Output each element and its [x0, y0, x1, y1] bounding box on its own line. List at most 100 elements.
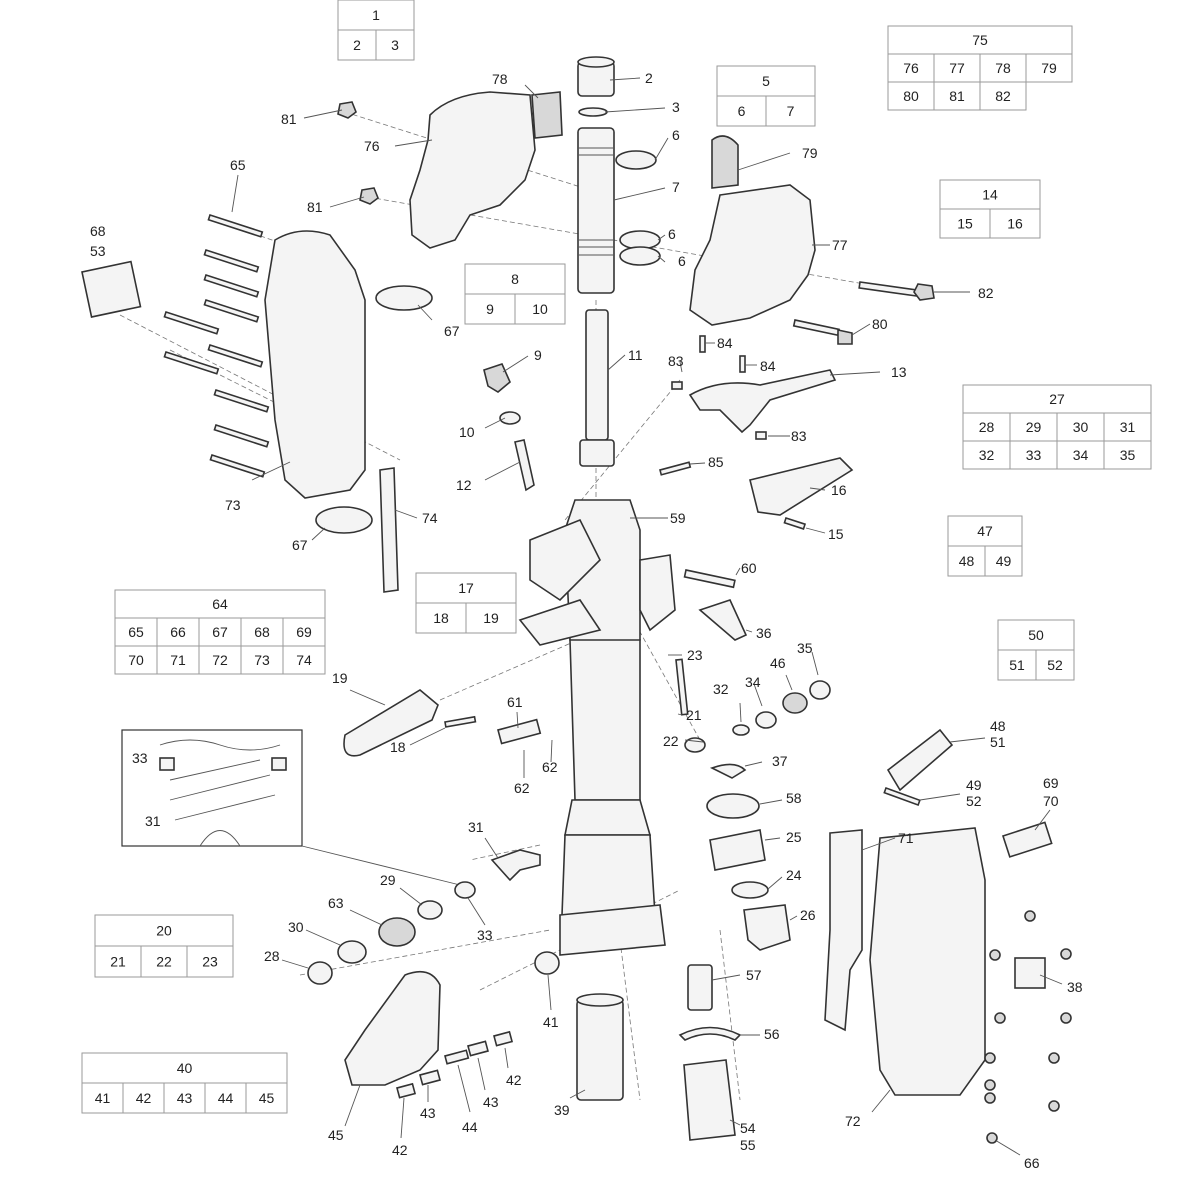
- part-84-pin-right: [739, 355, 746, 373]
- part-83-pin-upper: [671, 381, 683, 390]
- kit-table-cell: [337, 29, 377, 61]
- kit-table-cell: [282, 645, 326, 675]
- callout-22: 22: [663, 733, 679, 749]
- part-28-ring: [307, 961, 333, 985]
- part-65-bolts: [163, 213, 270, 478]
- kit-table-header-cell: [939, 179, 1041, 210]
- callout-23-main: 23: [687, 647, 703, 663]
- part-drawings: [81, 56, 1072, 1144]
- kit-table-cell: [81, 1082, 124, 1114]
- callout-83-upper: 83: [668, 353, 684, 369]
- kit-table-cell-label: 34: [1073, 447, 1089, 463]
- callout-30: 30: [288, 919, 304, 935]
- callout-70: 70: [1043, 793, 1059, 809]
- kit-table-cell: [979, 81, 1027, 111]
- callout-21: 21: [686, 707, 702, 723]
- callout-7: 7: [672, 179, 680, 195]
- part-42-pin-upper: [493, 1030, 514, 1047]
- kit-table-cell: [979, 53, 1027, 83]
- kit-table-cell: [114, 617, 158, 647]
- callout-12: 12: [456, 477, 472, 493]
- callout-81-lower: 81: [307, 199, 323, 215]
- part-25-housing: [709, 829, 766, 871]
- callout-25: 25: [786, 829, 802, 845]
- kit-table-header-cell: [947, 515, 1023, 547]
- kit-table-header-cell: [415, 572, 517, 604]
- kit-table-cell: [163, 1082, 206, 1114]
- callout-3: 3: [672, 99, 680, 115]
- callout-37: 37: [772, 753, 788, 769]
- part-44-pin: [444, 1049, 470, 1065]
- callout-82: 82: [978, 285, 994, 301]
- kit-table-cell: [465, 602, 517, 634]
- callout-84-right: 84: [760, 358, 776, 374]
- kit-table-cell-label: 48: [959, 553, 975, 569]
- callout-34: 34: [745, 674, 761, 690]
- callout-67-lower: 67: [292, 537, 308, 553]
- callout-36: 36: [756, 625, 772, 641]
- kit-table-header: 75: [972, 32, 988, 48]
- kit-table-cell-label: 42: [136, 1090, 152, 1106]
- callout-69: 69: [1043, 775, 1059, 791]
- callout-33: 33: [477, 927, 493, 943]
- kit-table-cell-label: 9: [486, 301, 494, 317]
- callout-83-lower: 83: [791, 428, 807, 444]
- kit-table-cell: [765, 95, 816, 127]
- kit-table-cell-label: 23: [202, 954, 218, 970]
- kit-table-cell: [997, 649, 1037, 681]
- kit-table-cell-label: 41: [95, 1090, 111, 1106]
- kit-table-cell: [1103, 440, 1152, 470]
- leader-lines: [231, 77, 1063, 1156]
- kit-table-cell-label: 70: [128, 652, 144, 668]
- callout-73: 73: [225, 497, 241, 513]
- part-46-cap: [782, 692, 808, 714]
- part-42-pin-lower: [396, 1082, 417, 1099]
- kit-table-cell-label: 82: [995, 88, 1011, 104]
- callout-81-upper: 81: [281, 111, 297, 127]
- kit-table-header: 64: [212, 596, 228, 612]
- kit-table-cell: [1103, 412, 1152, 442]
- kit-table-cell-label: 33: [1026, 447, 1042, 463]
- kit-table-cell: [156, 645, 200, 675]
- kit-table-cell: [514, 293, 566, 325]
- part-67-seal-lower: [315, 506, 373, 534]
- callout-48: 48: [990, 718, 1006, 734]
- callout-6-mid: 6: [668, 226, 676, 242]
- callout-49: 49: [966, 777, 982, 793]
- kit-table-cell: [464, 293, 516, 325]
- kit-table-cell-label: 3: [391, 37, 399, 53]
- callout-84-left: 84: [717, 335, 733, 351]
- callout-28: 28: [264, 948, 280, 964]
- part-7-cylinder: [577, 127, 615, 294]
- kit-table-cell: [156, 617, 200, 647]
- callout-6-lower: 6: [678, 253, 686, 269]
- part-81-nut-lower: [359, 187, 379, 205]
- part-57-pin: [687, 964, 713, 1011]
- kit-table-cell-label: 51: [1009, 657, 1025, 673]
- part-33-ring: [454, 881, 476, 899]
- kit-table-header-cell: [997, 619, 1075, 651]
- part-67-seal-upper: [375, 285, 433, 311]
- callout-39: 39: [554, 1102, 570, 1118]
- part-39-bushing: [576, 993, 624, 1101]
- part-13-lever: [688, 369, 837, 434]
- part-3-ring: [578, 107, 608, 117]
- part-79-pad: [711, 135, 739, 189]
- callout-43-upper: 43: [483, 1094, 499, 1110]
- callout-13: 13: [891, 364, 907, 380]
- kit-table-cell-label: 76: [903, 60, 919, 76]
- callout-58: 58: [786, 790, 802, 806]
- part-83-pin-lower: [755, 431, 767, 440]
- callout-2: 2: [645, 70, 653, 86]
- callout-11: 11: [628, 347, 643, 363]
- part-61-plate: [497, 718, 542, 745]
- part-24-ring: [731, 881, 769, 899]
- callout-labels: 2 3 6 7 6 6 78 76 81 81 65 68 53 67 67 7…: [90, 70, 1083, 1171]
- callout-62-left: 62: [514, 780, 530, 796]
